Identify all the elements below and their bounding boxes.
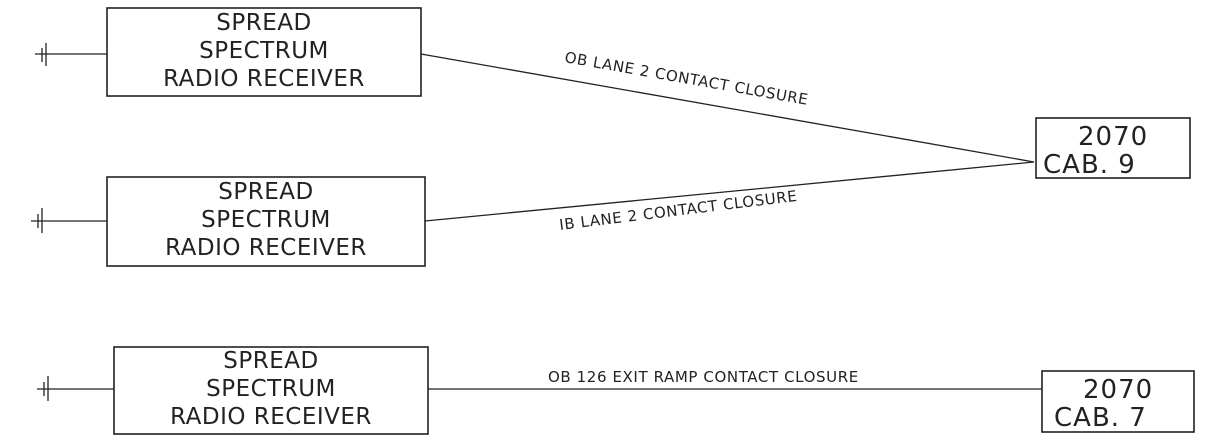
receiver-2: SPREAD SPECTRUM RADIO RECEIVER xyxy=(31,176,426,267)
receiver-line-2: SPECTRUM xyxy=(206,376,336,402)
antenna-icon xyxy=(35,43,107,66)
receiver-line-3: RADIO RECEIVER xyxy=(163,66,365,92)
connection-line xyxy=(424,161,1035,222)
receiver-box xyxy=(113,346,429,435)
cabinet-9: 2070 CAB. 9 xyxy=(1035,117,1191,180)
receiver-box xyxy=(106,176,426,267)
cabinet-label: CAB. 9 xyxy=(1043,150,1136,180)
receiver-line-2: SPECTRUM xyxy=(201,207,331,233)
receiver-line-3: RADIO RECEIVER xyxy=(165,235,367,261)
connection-label: IB LANE 2 CONTACT CLOSURE xyxy=(558,187,798,234)
receiver-line-2: SPECTRUM xyxy=(199,38,329,64)
cabinet-7: 2070 CAB. 7 xyxy=(1041,370,1195,433)
receiver-box xyxy=(106,7,422,97)
cabinet-model: 2070 xyxy=(1083,375,1153,405)
receiver-line-1: SPREAD xyxy=(218,179,313,205)
antenna-icon xyxy=(37,376,114,401)
connection-line xyxy=(420,53,1035,163)
cabinet-box xyxy=(1041,370,1195,433)
antenna-icon xyxy=(31,208,107,233)
cabinet-model: 2070 xyxy=(1078,122,1148,152)
receiver-line-1: SPREAD xyxy=(216,10,311,36)
connection-label: OB LANE 2 CONTACT CLOSURE xyxy=(563,48,809,109)
connection-ib-lane-2: IB LANE 2 CONTACT CLOSURE xyxy=(424,161,1035,234)
cabinet-box xyxy=(1035,117,1191,179)
receiver-line-3: RADIO RECEIVER xyxy=(170,404,372,430)
receiver-1: SPREAD SPECTRUM RADIO RECEIVER xyxy=(35,7,422,97)
receiver-line-1: SPREAD xyxy=(223,348,318,374)
connection-ob-lane-2: OB LANE 2 CONTACT CLOSURE xyxy=(420,48,1035,163)
connection-label: OB 126 EXIT RAMP CONTACT CLOSURE xyxy=(548,368,859,386)
connection-ob-126-exit-ramp: OB 126 EXIT RAMP CONTACT CLOSURE xyxy=(428,368,1042,390)
receiver-3: SPREAD SPECTRUM RADIO RECEIVER xyxy=(37,346,429,435)
cabinet-label: CAB. 7 xyxy=(1054,403,1147,433)
